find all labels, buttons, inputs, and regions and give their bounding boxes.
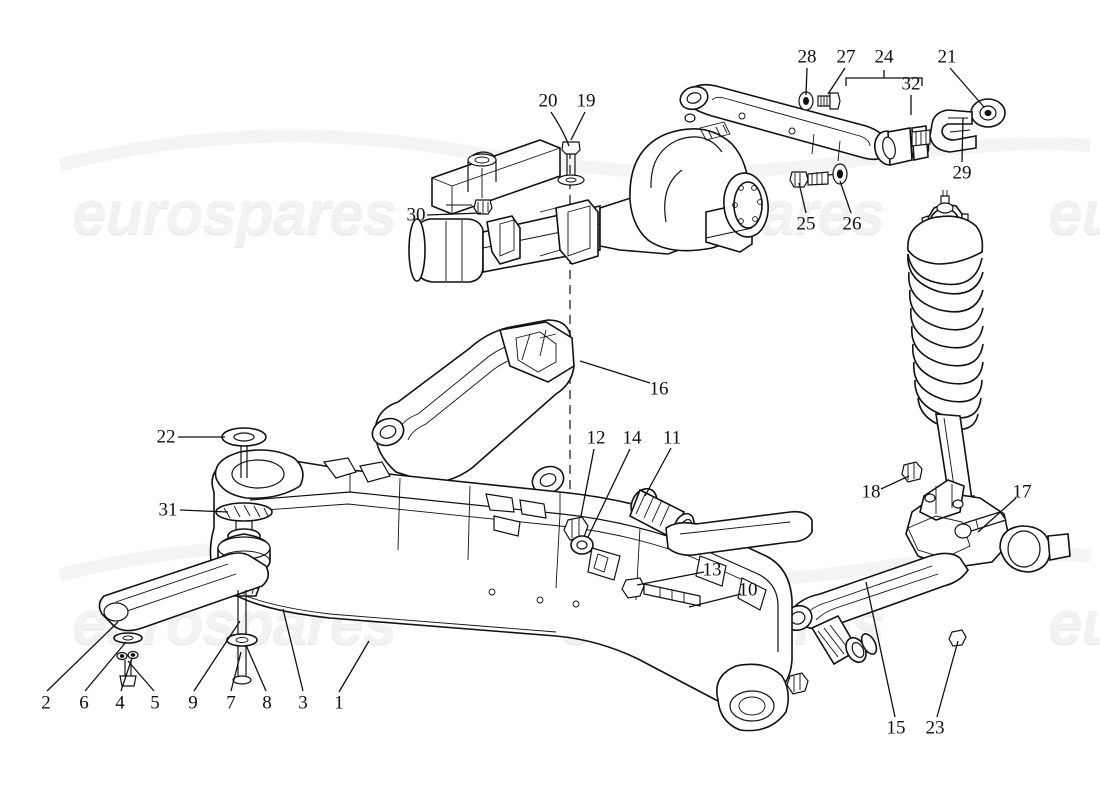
callout-14: 14: [622, 427, 642, 449]
upper-panel-and-bush: [431, 139, 561, 215]
callout-18: 18: [861, 481, 881, 503]
callout-31: 31: [158, 499, 178, 521]
callout-17: 17: [1012, 481, 1032, 503]
hub-carrier-upright: [901, 461, 1071, 573]
callout-21: 21: [937, 46, 957, 68]
callout-20: 20: [538, 90, 558, 112]
upper-wishbone-centre: [371, 319, 575, 495]
callout-28: 28: [797, 46, 817, 68]
callout-22: 22: [156, 426, 176, 448]
bolt-27-28: [798, 91, 841, 111]
shock-absorber-spring-assembly: [907, 190, 984, 525]
callout-6: 6: [79, 692, 89, 714]
callout-1: 1: [334, 692, 344, 714]
callout-7: 7: [226, 692, 236, 714]
callout-32: 32: [901, 73, 921, 95]
callout-2: 2: [41, 692, 51, 714]
callout-3: 3: [298, 692, 308, 714]
callout-24: 24: [874, 46, 894, 68]
callout-9: 9: [188, 692, 198, 714]
bolt-19-20: [557, 141, 585, 186]
callout-29: 29: [952, 162, 972, 184]
callout-30: 30: [406, 204, 426, 226]
callout-12: 12: [586, 427, 606, 449]
subframe-crossmember: [209, 449, 793, 732]
callout-23: 23: [925, 717, 945, 739]
callout-8: 8: [262, 692, 272, 714]
callout-10: 10: [738, 579, 758, 601]
callout-4: 4: [115, 692, 125, 714]
callout-11: 11: [662, 427, 682, 449]
callout-26: 26: [842, 213, 862, 235]
callout-27: 27: [836, 46, 856, 68]
callout-5: 5: [150, 692, 160, 714]
callout-25: 25: [796, 213, 816, 235]
callout-19: 19: [576, 90, 596, 112]
callout-13: 13: [702, 559, 722, 581]
callout-15: 15: [886, 717, 906, 739]
callout-16: 16: [649, 378, 669, 400]
